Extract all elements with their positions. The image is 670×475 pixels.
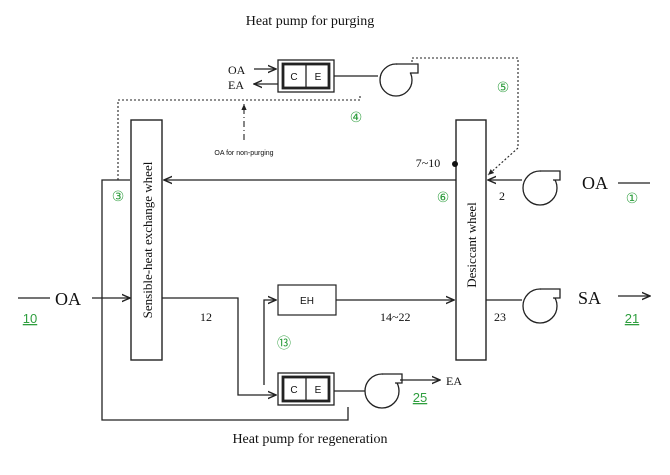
- fan-icon: [379, 63, 419, 97]
- evaporator-label-bottom: E: [315, 385, 322, 396]
- condenser-label-bottom: C: [290, 385, 297, 396]
- eh-label: EH: [300, 296, 314, 307]
- electric-heater: EH: [277, 284, 337, 316]
- heat-pump-icon: C E: [277, 372, 335, 406]
- regen-ea-label: EA: [446, 374, 462, 388]
- purge-oa-label: OA: [228, 63, 246, 77]
- state-point-21: 21: [625, 311, 639, 326]
- condenser-label-top: C: [290, 72, 297, 83]
- value-23: 23: [494, 310, 506, 324]
- state-point-5: ⑤: [497, 79, 510, 95]
- purge-lines: [117, 57, 519, 180]
- purge-ea-label: EA: [228, 78, 244, 92]
- sensible-wheel-label: Sensible-heat exchange wheel: [140, 161, 155, 318]
- desiccant-wheel-label: Desiccant wheel: [464, 202, 479, 288]
- state-point-6: ⑥: [437, 189, 450, 205]
- state-point-1: ①: [626, 190, 639, 206]
- state-point-25: 25: [413, 390, 427, 405]
- heat-pump-icon: C E: [277, 59, 335, 93]
- value-14-22: 14~22: [380, 310, 411, 324]
- flow-lines: [18, 69, 650, 421]
- state-point-4: ④: [350, 109, 363, 125]
- evaporator-label-top: E: [315, 72, 322, 83]
- caption-top: Heat pump for purging: [246, 14, 374, 29]
- oa-right-label: OA: [582, 173, 608, 193]
- state-point-13: ⑬: [277, 335, 291, 351]
- fan-icon: [522, 288, 561, 324]
- value-2: 2: [499, 189, 505, 203]
- caption-bottom: Heat pump for regeneration: [232, 432, 387, 447]
- purge-note: OA for non-purging: [214, 150, 273, 157]
- desiccant-wheel: Desiccant wheel: [455, 119, 487, 361]
- sensible-wheel: Sensible-heat exchange wheel: [130, 119, 163, 361]
- value-12: 12: [200, 310, 212, 324]
- state-point-3: ③: [112, 188, 125, 204]
- oa-left-label: OA: [55, 289, 81, 309]
- sa-label: SA: [578, 288, 601, 308]
- junction-dot: [452, 161, 458, 167]
- value-7-10: 7~10: [416, 156, 441, 170]
- fan-icon: [522, 170, 561, 206]
- fan-icon: [364, 373, 403, 409]
- state-point-10: 10: [23, 311, 37, 326]
